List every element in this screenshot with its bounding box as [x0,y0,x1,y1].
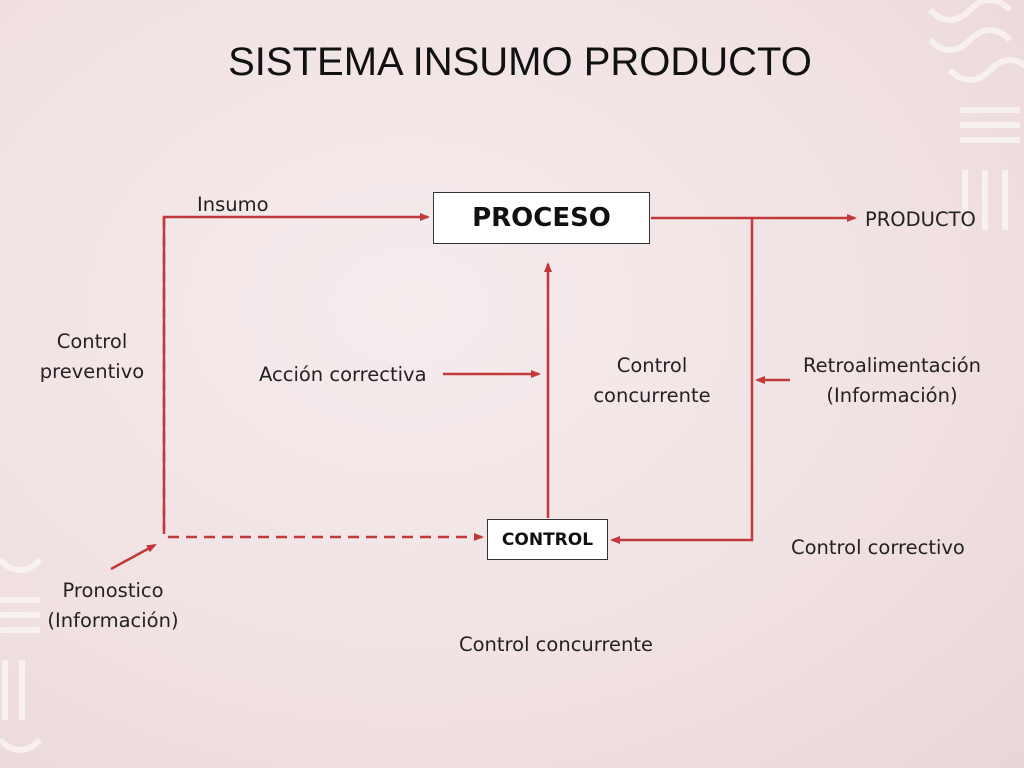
insumo-label: Insumo [197,193,269,216]
page-title: SISTEMA INSUMO PRODUCTO [228,40,812,84]
proceso-box: PROCESO [433,192,650,244]
control-correctivo-label: Control correctivo [791,536,965,559]
control-preventivo-dashed-line [162,217,484,541]
pronostico-arrow [110,543,157,571]
retroalimentacion-label: Retroalimentación (Información) [803,354,981,407]
control-concurrente-mid-label: Control concurrente [593,354,711,407]
accion-correctiva-label: Acción correctiva [259,363,427,386]
pronostico-label: Pronostico (Información) [47,579,179,632]
control-box: CONTROL [487,519,608,560]
retroalimentacion-loop [610,219,754,544]
control-concurrente-bottom-label: Control concurrente [459,633,654,656]
producto-label: PRODUCTO [865,208,976,231]
control-preventivo-label: Control preventivo [39,330,145,383]
